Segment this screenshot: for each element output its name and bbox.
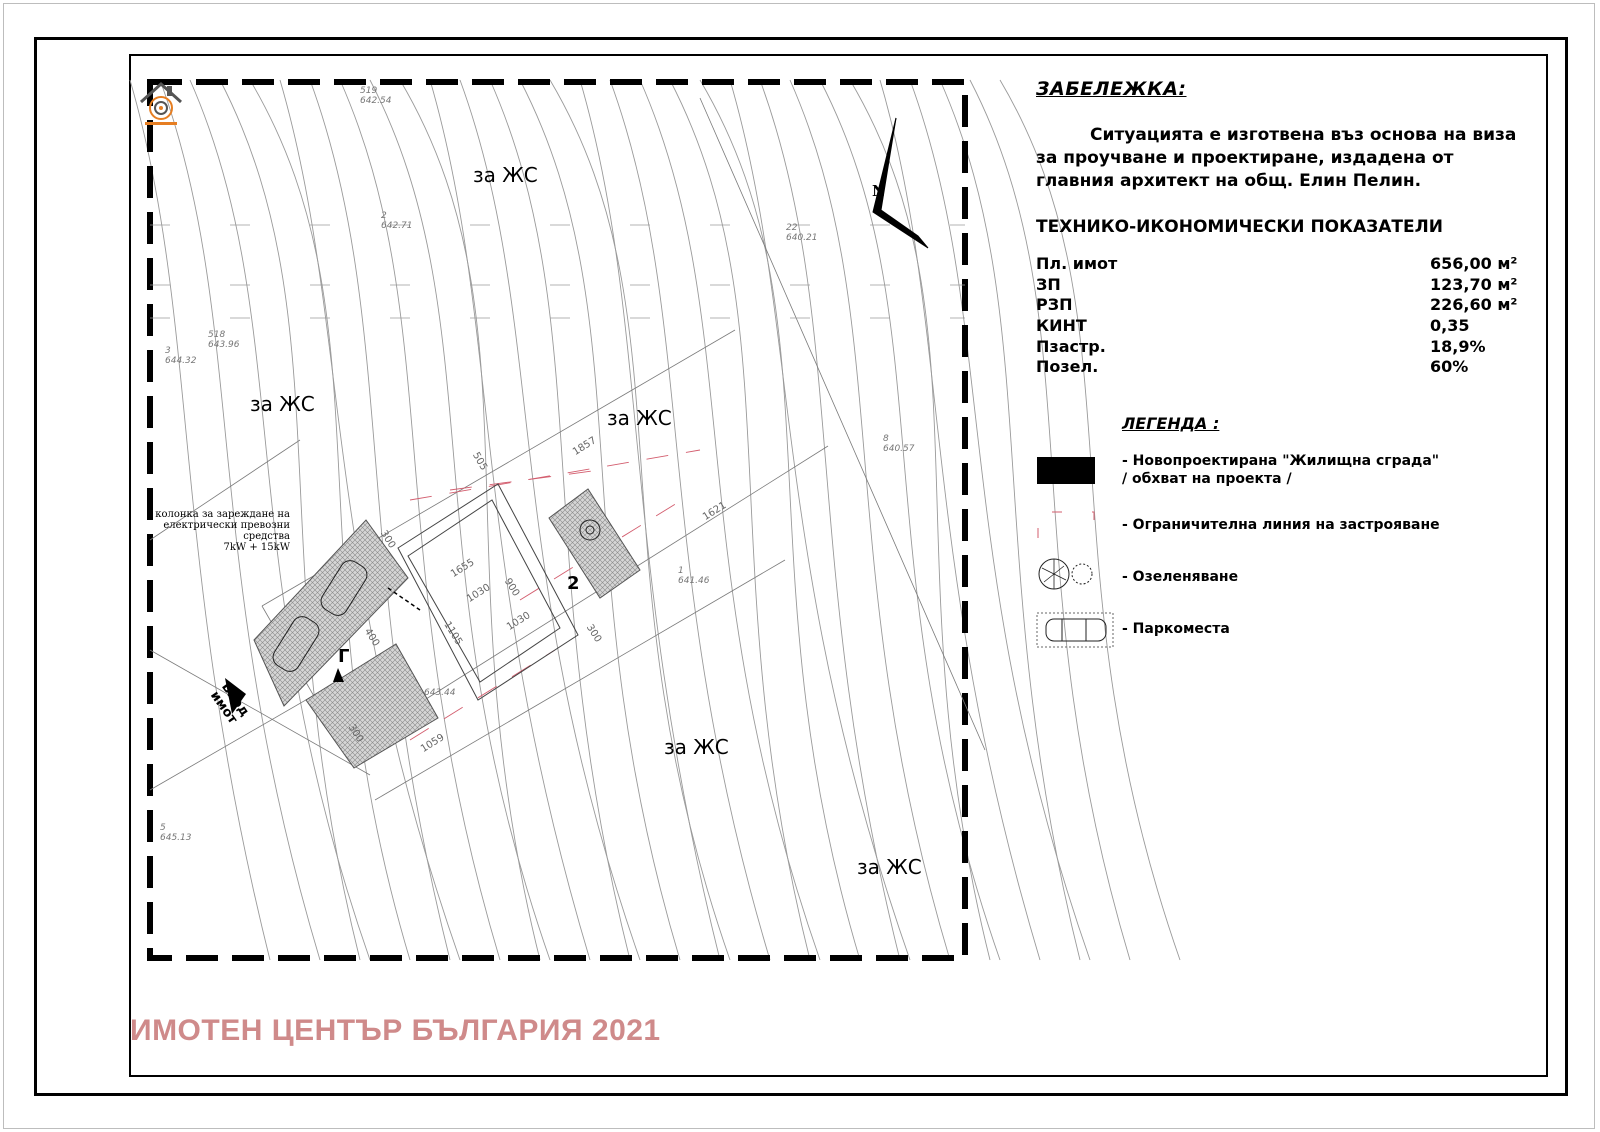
contour-line bbox=[729, 79, 911, 961]
contour-line bbox=[849, 79, 991, 961]
company-logo-icon bbox=[139, 81, 183, 125]
contour-line bbox=[699, 79, 861, 961]
indicator-row: Пл. имот 656,00 м² bbox=[1036, 254, 1526, 275]
drawing-frame bbox=[34, 37, 1568, 1096]
indicator-row: Пзастр. 18,9% bbox=[1036, 337, 1526, 358]
contour-line bbox=[459, 79, 641, 961]
legend-text: - Новопроектирана "Жилищна сграда" / обх… bbox=[1122, 452, 1439, 488]
indicator-label: КИНТ bbox=[1036, 316, 1087, 336]
indicator-value: 226,60 м² bbox=[1430, 295, 1518, 315]
entry-pointer bbox=[225, 678, 246, 714]
survey-point: 643.44 bbox=[424, 688, 456, 698]
tree-icon bbox=[1038, 558, 1093, 590]
contour-line bbox=[639, 79, 821, 961]
indicator-value: 123,70 м² bbox=[1430, 274, 1518, 294]
zone-label: за ЖС bbox=[250, 392, 315, 416]
charger-label-line: електрически превозни средства bbox=[163, 520, 290, 542]
green-area bbox=[548, 488, 641, 599]
indicator-label: Позел. bbox=[1036, 357, 1099, 377]
contour-line bbox=[909, 79, 1091, 961]
zone-label: за ЖС bbox=[664, 735, 729, 759]
car-icon bbox=[1036, 612, 1114, 648]
indicator-value: 656,00 м² bbox=[1430, 254, 1518, 273]
indicators-table: Пл. имот 656,00 м² ЗП 123,70 м² РЗП 226,… bbox=[1036, 254, 1526, 378]
legend-text: - Ограничителна линия на застрояване bbox=[1122, 517, 1440, 533]
contour-line bbox=[789, 79, 951, 961]
outer-frame bbox=[3, 3, 1595, 1129]
contour-line bbox=[219, 79, 361, 961]
note-title: ЗАБЕЛЕЖКА: bbox=[1036, 78, 1187, 100]
indicator-row: ЗП 123,70 м² bbox=[1036, 275, 1526, 296]
north-label: N bbox=[872, 182, 886, 200]
legend-text: - Паркоместа bbox=[1122, 621, 1230, 637]
tree-icon bbox=[579, 519, 601, 541]
contour-line bbox=[609, 79, 771, 961]
contour-line bbox=[819, 79, 1001, 961]
indicator-row: РЗП 226,60 м² bbox=[1036, 295, 1526, 316]
contour-line bbox=[129, 79, 271, 961]
plot-boundary bbox=[147, 79, 968, 961]
legend-text-line: / обхват на проекта / bbox=[1122, 471, 1292, 487]
indicator-label: РЗП bbox=[1036, 295, 1073, 315]
contour-line bbox=[249, 79, 411, 961]
contour-line bbox=[279, 79, 461, 961]
contour-line bbox=[339, 79, 501, 961]
charger-label-line: колонка за зареждане на bbox=[155, 509, 290, 520]
north-arrow bbox=[872, 117, 929, 249]
sheet-border bbox=[129, 54, 1548, 1077]
zone-label: за ЖС bbox=[473, 163, 538, 187]
red-dashed-corner-icon bbox=[1037, 511, 1095, 538]
contour-line bbox=[309, 79, 451, 961]
contour-line bbox=[759, 79, 901, 961]
indicator-value: 18,9% bbox=[1430, 336, 1486, 356]
contour-line bbox=[519, 79, 681, 961]
indicator-label: ЗП bbox=[1036, 274, 1061, 294]
legend-title: ЛЕГЕНДА : bbox=[1122, 414, 1220, 433]
building-number: 2 bbox=[567, 573, 580, 594]
contour-line bbox=[399, 79, 541, 961]
contour-line bbox=[939, 79, 1081, 961]
contour-line bbox=[369, 79, 551, 961]
entry-arrow bbox=[333, 668, 344, 682]
watermark: ИМОТЕН ЦЕНТЪР БЪЛГАРИЯ 2021 bbox=[130, 1014, 661, 1047]
note-text: Ситуацията е изготвена въз основа на виз… bbox=[1036, 125, 1517, 191]
legend-text-line: - Новопроектирана "Жилищна сграда" bbox=[1122, 453, 1440, 469]
indicator-label: Пзастр. bbox=[1036, 336, 1106, 356]
indicator-row: КИНТ 0,35 bbox=[1036, 316, 1526, 337]
indicator-row: Позел. 60% bbox=[1036, 357, 1526, 378]
contour-line bbox=[429, 79, 591, 961]
indicator-label: Пл. имот bbox=[1036, 254, 1118, 273]
contour-line bbox=[159, 79, 321, 961]
grid-lines bbox=[150, 224, 965, 319]
contour-line bbox=[549, 79, 731, 961]
indicator-value: 60% bbox=[1430, 357, 1469, 377]
building-outline bbox=[397, 483, 579, 701]
charger-label-line: 7kW + 15kW bbox=[223, 542, 291, 553]
contour-lines bbox=[129, 79, 1181, 961]
indicator-value: 0,35 bbox=[1430, 316, 1470, 336]
contour-line bbox=[189, 79, 371, 961]
indicators-title: ТЕХНИКО-ИКОНОМИЧЕСКИ ПОКАЗАТЕЛИ bbox=[1036, 217, 1443, 237]
mark-g: Г bbox=[338, 646, 350, 667]
contour-line bbox=[489, 79, 631, 961]
paved-area bbox=[305, 643, 439, 769]
contour-line bbox=[879, 79, 1041, 961]
contour-line bbox=[579, 79, 721, 961]
zone-label: за ЖС bbox=[607, 406, 672, 430]
legend-text: - Озеленяване bbox=[1122, 569, 1239, 585]
contour-line bbox=[669, 79, 811, 961]
charger-label: колонка за зареждане на електрически пре… bbox=[150, 509, 290, 553]
zone-label: за ЖС bbox=[857, 855, 922, 879]
car-icon bbox=[272, 560, 368, 672]
black-rectangle-icon bbox=[1037, 457, 1095, 484]
